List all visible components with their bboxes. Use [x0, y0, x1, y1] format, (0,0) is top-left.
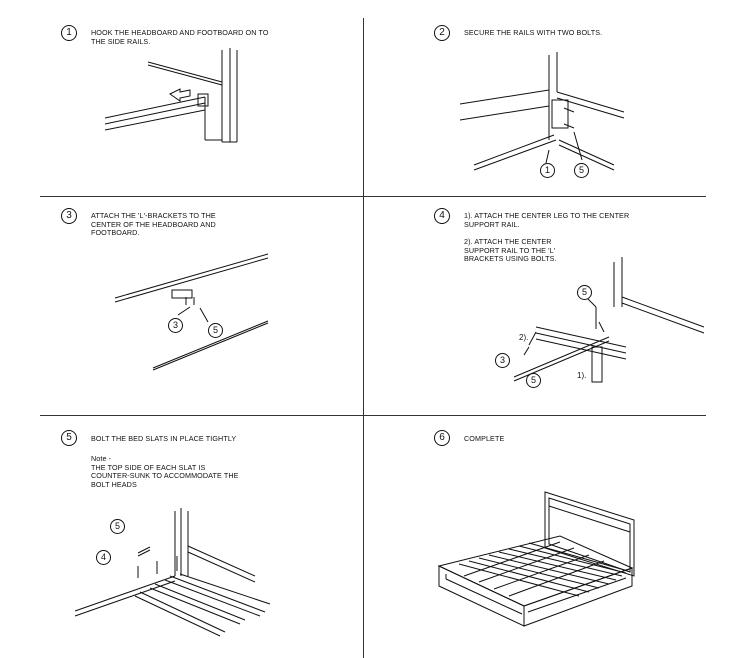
step-4-panel: 4 1). ATTACH THE CENTER LEG TO THE CENTE… — [364, 197, 736, 415]
horizontal-divider-top — [40, 196, 706, 197]
step-instruction: BOLT THE BED SLATS IN PLACE TIGHTLY — [91, 434, 237, 443]
step-2-illustration — [459, 52, 625, 171]
step-1-panel: 1 HOOK THE HEADBOARD AND FOOTBOARD ON TO… — [0, 0, 363, 196]
step-number: 2 — [434, 25, 450, 41]
step-instruction: HOOK THE HEADBOARD AND FOOTBOARD ON TO T… — [91, 28, 269, 46]
step-instruction-a: 1). ATTACH THE CENTER LEG TO THE CENTER … — [464, 211, 630, 229]
step-number: 5 — [61, 430, 77, 446]
callout-part-3: 3 — [168, 318, 183, 333]
step-6-illustration — [437, 491, 635, 627]
step-number: 1 — [61, 25, 77, 41]
step-instruction: SECURE THE RAILS WITH TWO BOLTS. — [464, 28, 603, 37]
step-6-panel: 6 COMPLETE — [364, 416, 736, 658]
step-3-panel: 3 ATTACH THE 'L'-BRACKETS TO THE CENTER … — [0, 197, 363, 415]
step-number: 4 — [434, 208, 450, 224]
step-5-panel: 5 BOLT THE BED SLATS IN PLACE TIGHTLY No… — [0, 416, 363, 658]
callout-part-5: 5 — [577, 285, 592, 300]
callout-part-5: 5 — [110, 519, 125, 534]
sub-label-bracket-bolt: 2). — [519, 333, 529, 342]
horizontal-divider-bottom — [40, 415, 706, 416]
step-4-illustration — [513, 257, 705, 383]
step-3-illustration — [114, 253, 269, 371]
step-number: 3 — [61, 208, 77, 224]
callout-part-1: 1 — [540, 163, 555, 178]
callout-part-5-lower: 5 — [526, 373, 541, 388]
step-2-panel: 2 SECURE THE RAILS WITH TWO BOLTS. 1 5 — [364, 0, 736, 196]
step-instruction: COMPLETE — [464, 434, 505, 443]
callout-part-4: 4 — [96, 550, 111, 565]
step-instruction: ATTACH THE 'L'-BRACKETS TO THE CENTER OF… — [91, 211, 216, 238]
callout-part-5: 5 — [208, 323, 223, 338]
step-instruction-b: 2). ATTACH THE CENTER SUPPORT RAIL TO TH… — [464, 237, 557, 264]
step-5-illustration — [74, 508, 271, 637]
step-1-illustration — [104, 48, 238, 143]
callout-part-3: 3 — [495, 353, 510, 368]
step-number: 6 — [434, 430, 450, 446]
sub-label-leg: 1). — [577, 371, 587, 380]
callout-part-5: 5 — [574, 163, 589, 178]
step-note: Note - THE TOP SIDE OF EACH SLAT IS COUN… — [91, 454, 239, 489]
vertical-divider — [363, 18, 364, 658]
